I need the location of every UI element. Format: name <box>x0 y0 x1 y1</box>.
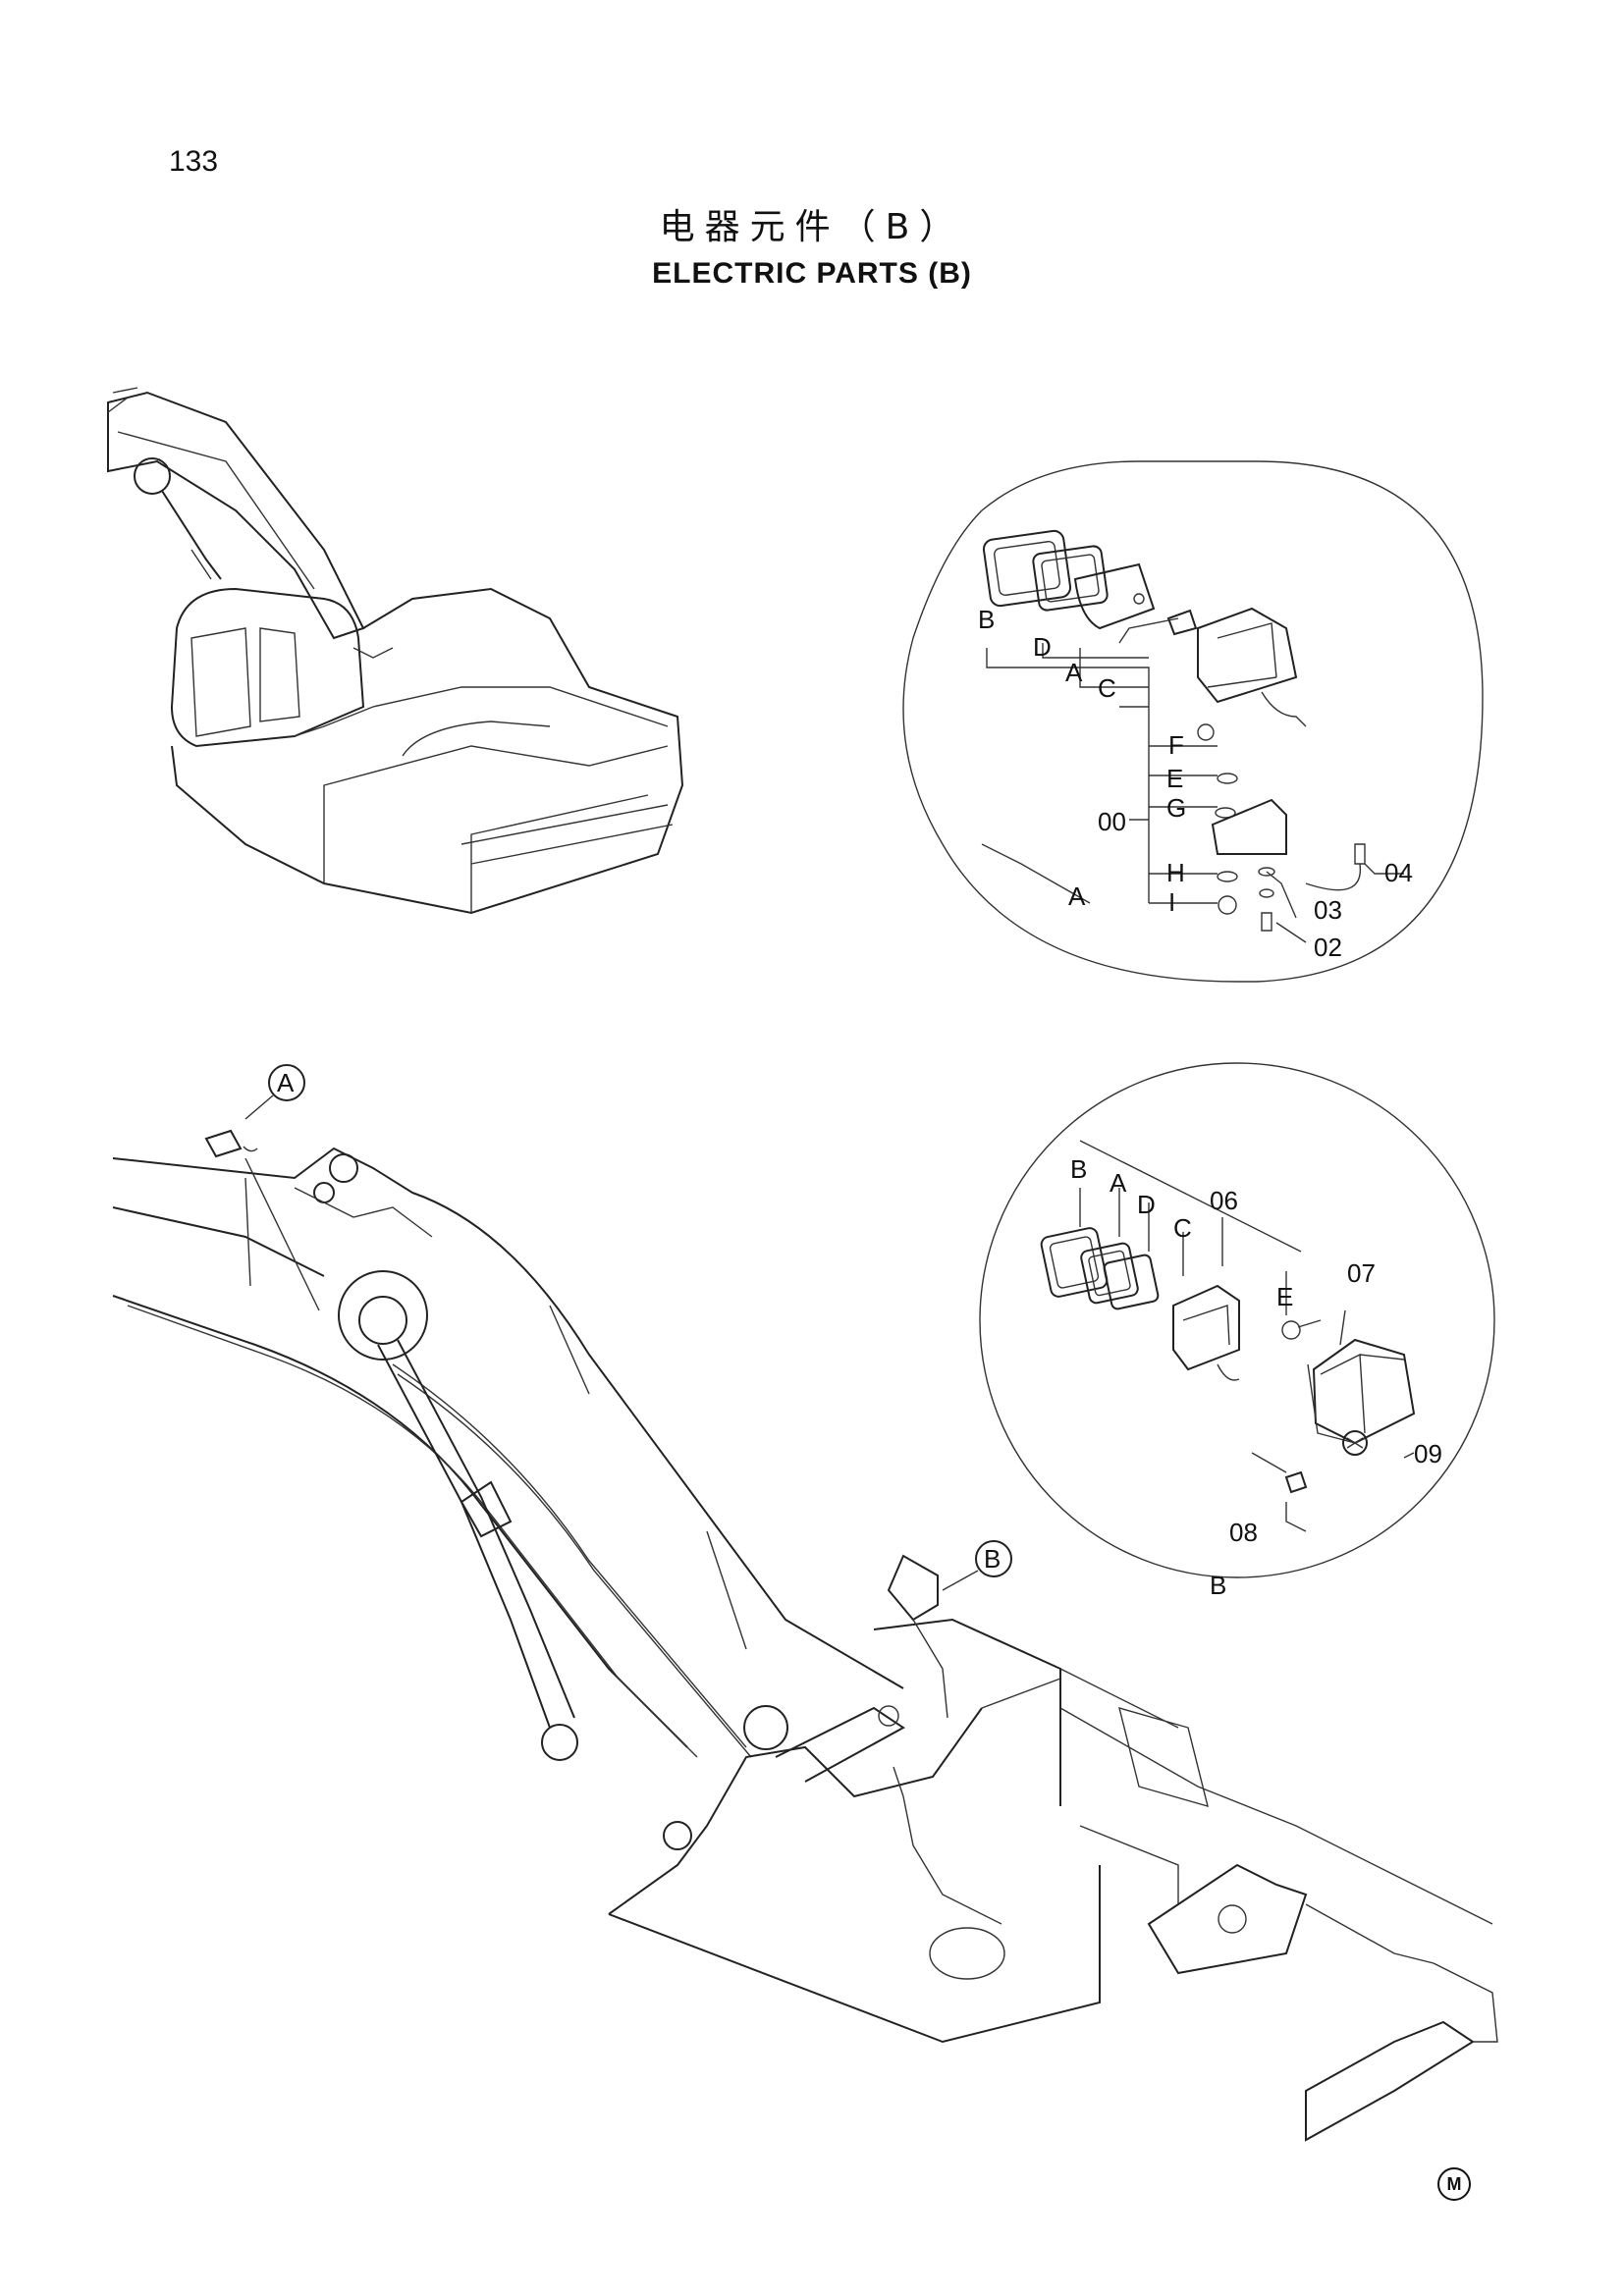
detail-a-label-g: G <box>1166 793 1186 823</box>
page-title-chinese: 电器元件（B） <box>659 207 965 247</box>
detail-a-label-a: A <box>1065 658 1083 687</box>
detail-b-label-08: 08 <box>1229 1518 1258 1547</box>
page-number: 133 <box>169 145 219 178</box>
detail-a-label-e: E <box>1166 764 1183 793</box>
detail-b-label-b: B <box>1070 1154 1087 1184</box>
callout-a-label: A <box>277 1068 295 1097</box>
detail-a-label-b: B <box>978 605 995 634</box>
footer-mark: M <box>1437 2167 1471 2201</box>
detail-a-label-02: 02 <box>1314 933 1342 962</box>
boom-assembly-drawing <box>112 1129 1498 2142</box>
callout-b-label: B <box>984 1544 1001 1574</box>
detail-b-label-a: A <box>1110 1168 1127 1198</box>
detail-b-label-09: 09 <box>1414 1439 1442 1468</box>
detail-a-label-h: H <box>1166 858 1185 887</box>
detail-b-label-e: E <box>1276 1282 1293 1311</box>
detail-a-label-d: D <box>1033 632 1052 662</box>
detail-b-diagram <box>979 1062 1495 1578</box>
detail-b-label-d: D <box>1137 1190 1156 1219</box>
detail-b-label-06: 06 <box>1210 1186 1238 1215</box>
page-title: ELECTRIC PARTS (B) <box>652 257 972 290</box>
detail-b-label-c: C <box>1173 1213 1192 1243</box>
detail-a-label-c: C <box>1098 673 1116 703</box>
detail-a-diagram <box>902 460 1484 983</box>
detail-a-label-00: 00 <box>1098 807 1126 836</box>
detail-a-label-03: 03 <box>1314 895 1342 925</box>
detail-a-tag: A <box>1068 881 1086 911</box>
callout-a-marker <box>244 1064 305 1120</box>
excavator-overview-drawing <box>107 387 684 915</box>
callout-b-marker <box>942 1540 1012 1591</box>
detail-b-tag: B <box>1210 1571 1226 1600</box>
detail-a-label-04: 04 <box>1384 858 1413 887</box>
detail-a-label-f: F <box>1168 730 1184 760</box>
detail-b-label-07: 07 <box>1347 1258 1376 1288</box>
detail-a-label-i: I <box>1168 887 1175 917</box>
